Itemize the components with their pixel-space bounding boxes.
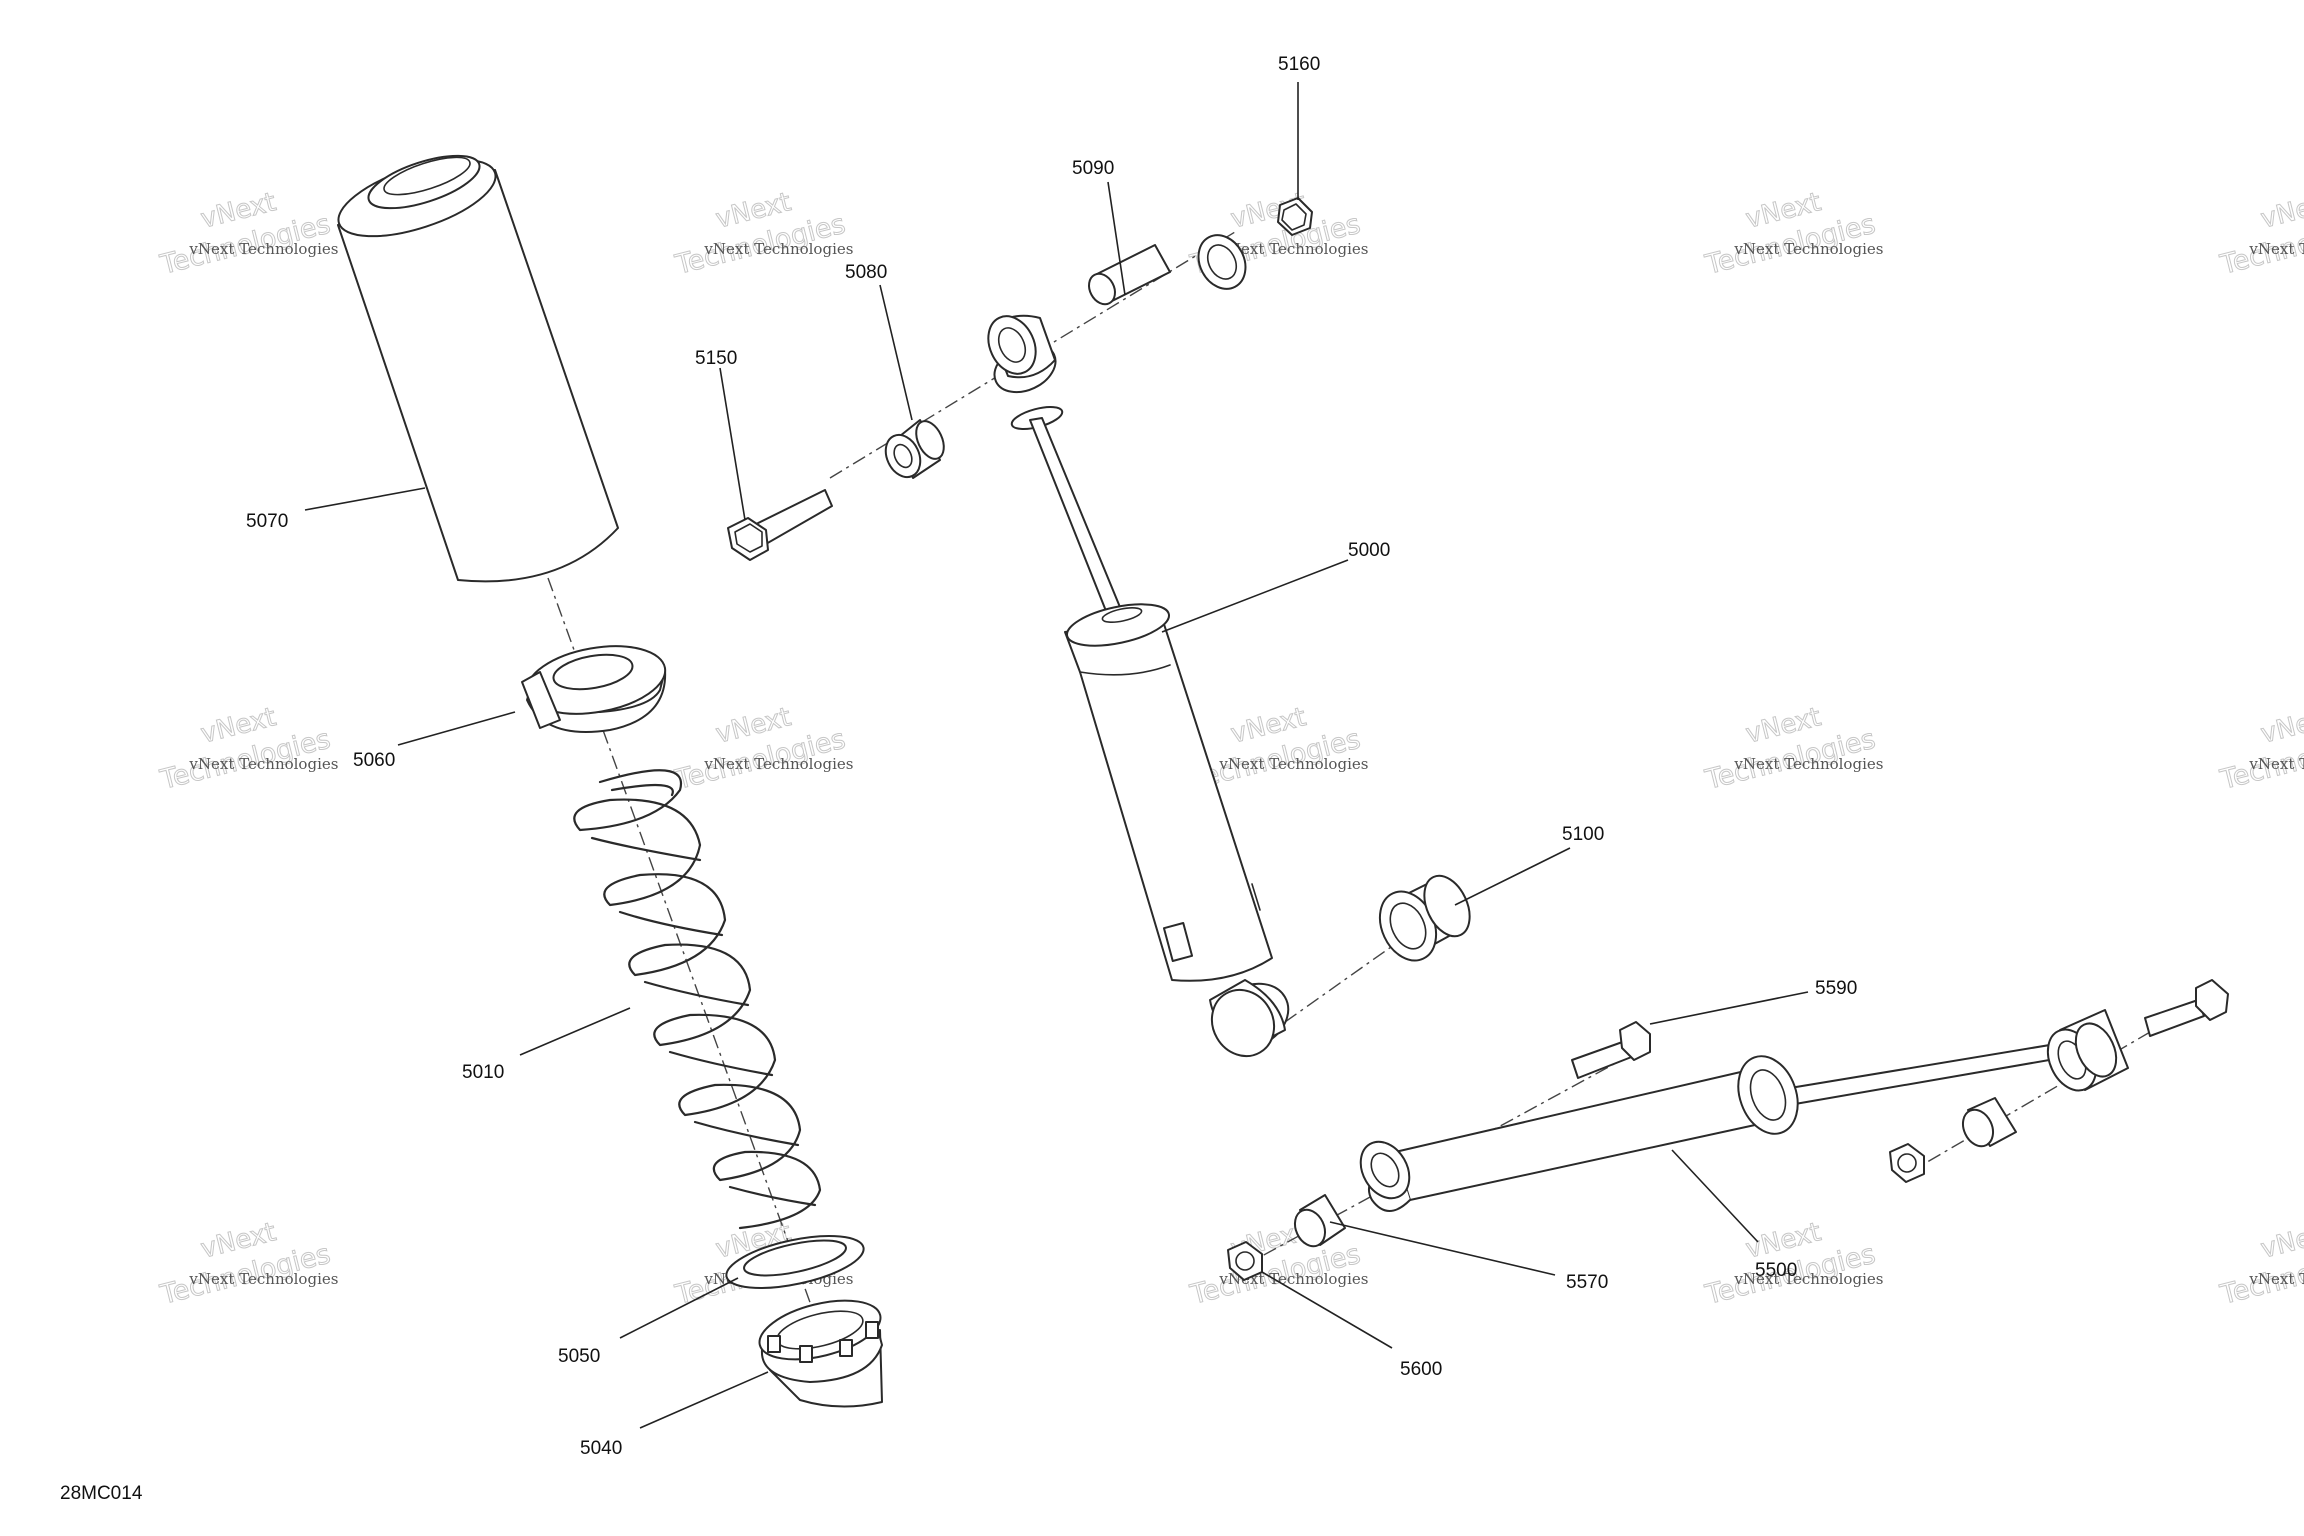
- part-5000-shock: [987, 314, 1290, 1058]
- svg-text:vNext Technologies: vNext Technologies: [188, 1270, 338, 1288]
- svg-text:vNext Technologies: vNext Technologies: [1218, 240, 1368, 258]
- leader-lines: [304, 82, 1809, 1429]
- svg-text:vNext Technologies: vNext Technologies: [703, 755, 853, 773]
- svg-text:vNext Technologies: vNext Technologies: [1733, 1270, 1883, 1288]
- leader-5060: [397, 711, 516, 746]
- callout-5090: 5090: [1072, 158, 1114, 179]
- spring-axis: [547, 577, 821, 1331]
- leader-5070: [304, 487, 426, 511]
- svg-text:vNext: vNext: [2258, 1217, 2304, 1264]
- callout-5160: 5160: [1278, 54, 1320, 75]
- callout-5590: 5590: [1815, 978, 1857, 999]
- svg-text:vNext Technologies: vNext Technologies: [1733, 240, 1883, 258]
- part-5070-cover: [337, 154, 619, 583]
- watermark: Technologies vNext vNext Technologies: [1701, 702, 1883, 797]
- svg-text:vNext Technologies: vNext Technologies: [1733, 755, 1883, 773]
- watermark: Technologies vNext vNext Technologies: [671, 187, 853, 282]
- part-5150-bolt: [727, 489, 833, 561]
- part-5600-nut-upper: [1889, 1143, 1925, 1183]
- watermark: Technologies vNext vNext Technologies: [671, 702, 853, 797]
- callouts: 5160 5090 5080 5150 5070 5000 5060 5100 …: [246, 54, 1857, 1459]
- callout-5010: 5010: [462, 1062, 504, 1083]
- watermark: Technologies vNext vNext Technologies: [1186, 1217, 1368, 1312]
- leader-5600: [1261, 1271, 1393, 1349]
- watermark: Technologies vNext vNext Technologies: [2216, 187, 2304, 282]
- part-5160-nut: [1197, 197, 1313, 290]
- callout-5070: 5070: [246, 511, 288, 532]
- leader-5040: [639, 1371, 769, 1429]
- watermark: Technologies vNext vNext Technologies: [156, 1217, 338, 1312]
- callout-5000: 5000: [1348, 540, 1390, 561]
- part-5080-bushing: [884, 419, 945, 479]
- part-5090-sleeve: [1088, 244, 1171, 306]
- svg-text:vNext Technologies: vNext Technologies: [188, 755, 338, 773]
- svg-text:vNext Technologies: vNext Technologies: [1218, 755, 1368, 773]
- leader-5100: [1454, 847, 1571, 906]
- svg-text:vNext: vNext: [2258, 702, 2304, 749]
- leader-5590: [1649, 991, 1809, 1025]
- svg-text:vNext Technologies: vNext Technologies: [2248, 240, 2304, 258]
- callout-5040: 5040: [580, 1438, 622, 1459]
- callout-5060: 5060: [353, 750, 395, 771]
- leader-5090: [1107, 181, 1126, 296]
- part-5570-spacer: [1293, 1194, 1346, 1248]
- svg-text:vNext Technologies: vNext Technologies: [2248, 755, 2304, 773]
- watermark: Technologies vNext vNext Technologies: [2216, 1217, 2304, 1312]
- diagram-code: 28MC014: [60, 1483, 143, 1504]
- callout-5050: 5050: [558, 1346, 600, 1367]
- callout-5600: 5600: [1400, 1359, 1442, 1380]
- watermark: Technologies vNext vNext Technologies: [1701, 187, 1883, 282]
- part-5040-adjuster: [758, 1299, 883, 1408]
- leader-5010: [519, 1007, 631, 1056]
- leader-5150: [719, 367, 746, 521]
- part-5050-seat: [725, 1235, 865, 1289]
- callout-5150: 5150: [695, 348, 737, 369]
- leader-5050: [619, 1277, 739, 1339]
- part-5570-spacer-upper: [1961, 1097, 2017, 1148]
- callout-5500: 5500: [1755, 1260, 1797, 1281]
- callout-5100: 5100: [1562, 824, 1604, 845]
- leader-5000: [1161, 559, 1349, 633]
- leader-5570: [1329, 1221, 1556, 1276]
- callout-5080: 5080: [845, 262, 887, 283]
- part-5500-damper: [1359, 1009, 2129, 1212]
- part-5590-bolt: [1571, 1021, 1651, 1079]
- svg-text:vNext: vNext: [2258, 187, 2304, 234]
- svg-text:vNext Technologies: vNext Technologies: [703, 240, 853, 258]
- leader-5080: [879, 284, 913, 421]
- svg-text:vNext Technologies: vNext Technologies: [2248, 1270, 2304, 1288]
- callout-5570: 5570: [1566, 1272, 1608, 1293]
- part-5590-bolt-upper: [2144, 979, 2229, 1037]
- watermark: Technologies vNext vNext Technologies: [2216, 702, 2304, 797]
- leader-5500: [1671, 1149, 1759, 1243]
- watermark: Technologies vNext vNext Technologies: [156, 702, 338, 797]
- part-5060-retainer: [521, 645, 667, 733]
- watermark: Technologies vNext vNext Technologies: [156, 187, 338, 282]
- part-5010-spring: [573, 769, 822, 1230]
- svg-text:vNext Technologies: vNext Technologies: [188, 240, 338, 258]
- part-5100-bushing: [1378, 874, 1471, 962]
